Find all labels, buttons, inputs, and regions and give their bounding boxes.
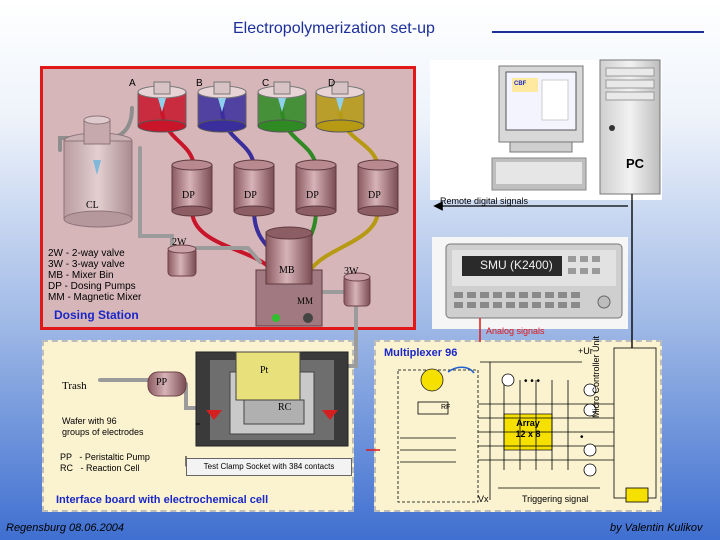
smu-instrument: [445, 243, 623, 319]
smu-key: [545, 302, 554, 308]
pump-label-3: DP: [306, 190, 319, 201]
mixer-bin-label: MB: [279, 265, 295, 276]
reservoir-label-b: B: [196, 78, 203, 89]
smu-key: [493, 302, 502, 308]
reservoir-label-a: A: [129, 78, 136, 89]
footer-left: Regensburg 08.06.2004: [6, 522, 125, 534]
pump-label-1: DP: [182, 190, 195, 201]
ur-label: +Ur: [578, 346, 593, 356]
smu-key: [467, 292, 476, 298]
smu-key: [480, 292, 489, 298]
smu-key: [506, 302, 515, 308]
vx-label: Vx: [478, 494, 489, 504]
analog-signals-label: Analog signals: [486, 326, 545, 336]
smu-key: [506, 292, 515, 298]
cl-bottle: [63, 115, 133, 228]
remote-signals-label: Remote digital signals: [440, 196, 529, 206]
dosing-pump-1: [171, 159, 213, 217]
multiplexer-heading: Multiplexer 96: [384, 347, 458, 359]
mixer-bin: [255, 226, 323, 327]
tube-d-out: [310, 208, 380, 270]
valve-3w-label: 3W: [344, 266, 359, 277]
reservoir-d: [315, 81, 365, 133]
wafer-label: Wafer with 96 groups of electrodes: [62, 416, 144, 437]
dosing-pump-3: [295, 159, 337, 217]
smu-key: [532, 292, 541, 298]
legend-item: 2W - 2-way valve: [48, 248, 125, 259]
smu-key: [519, 302, 528, 308]
pp-label: PP: [156, 377, 168, 388]
rc-label: RC: [278, 402, 292, 413]
mcu-label: Micro Controller Unit: [591, 335, 601, 418]
tube-cl-valve: [138, 146, 174, 250]
pump-label-2: DP: [244, 190, 257, 201]
reservoir-label-c: C: [262, 78, 270, 89]
legend-item: 3W - 3-way valve: [48, 259, 125, 270]
test-clamp-label: Test Clamp Socket with 384 contacts: [186, 458, 352, 476]
title-underline: [492, 31, 704, 33]
smu-key: [454, 292, 463, 298]
dosing-pump-2: [233, 159, 275, 217]
smu-key: [480, 302, 489, 308]
svg-text:• • •: • • •: [524, 376, 541, 387]
triggering-signal-label: Triggering signal: [522, 494, 589, 504]
reservoir-c: [257, 81, 307, 133]
reservoirs: [137, 81, 365, 133]
pc-drawing: [491, 59, 661, 195]
valve-2w: [167, 244, 197, 277]
pt-label: Pt: [260, 365, 269, 376]
smu-key: [571, 292, 580, 298]
smu-key: [454, 302, 463, 308]
smu-key: [519, 292, 528, 298]
interface-board-heading: Interface board with electrochemical cel…: [56, 494, 269, 506]
valve-3w: [343, 272, 371, 307]
pump-label-4: DP: [368, 190, 381, 201]
valve-2w-label: 2W: [172, 237, 187, 248]
diagram-title: Electropolymerization set-up: [233, 20, 435, 37]
smu-key: [545, 292, 554, 298]
footer-right: by Valentin Kulikov: [610, 522, 703, 534]
cl-label: CL: [86, 200, 99, 211]
legend-item: DP - Dosing Pumps: [48, 281, 136, 292]
trash-label: Trash: [62, 380, 87, 392]
interface-drawing: [147, 351, 352, 467]
smu-key: [467, 302, 476, 308]
array-label: Array 12 x 8: [515, 418, 541, 439]
legend-pp: PP - Peristaltic Pump: [60, 452, 150, 462]
dosing-pumps: [171, 159, 399, 217]
smu-key: [558, 302, 567, 308]
reservoir-b: [197, 81, 247, 133]
legend-item: MM - Magnetic Mixer: [48, 292, 142, 303]
smu-key: [493, 292, 502, 298]
pc-label: PC: [626, 156, 645, 171]
svg-text:•: •: [580, 432, 584, 443]
dosing-pump-4: [357, 159, 399, 217]
smu-key: [571, 302, 580, 308]
magnetic-mixer-label: MM: [297, 296, 314, 306]
screen-logo: CBF: [514, 81, 527, 87]
rf-label: RF: [441, 404, 451, 411]
smu-label: SMU (K2400): [480, 258, 553, 272]
reservoir-label-d: D: [328, 78, 336, 89]
smu-key: [558, 292, 567, 298]
dosing-legend: 2W - 2-way valve 3W - 3-way valve MB - M…: [48, 248, 141, 303]
smu-key: [532, 302, 541, 308]
legend-item: MB - Mixer Bin: [48, 270, 114, 281]
legend-rc: RC - Reaction Cell: [60, 463, 140, 473]
reservoir-a: [137, 81, 187, 133]
multiplexer-drawing: [366, 347, 657, 503]
dosing-station-heading: Dosing Station: [54, 308, 139, 322]
